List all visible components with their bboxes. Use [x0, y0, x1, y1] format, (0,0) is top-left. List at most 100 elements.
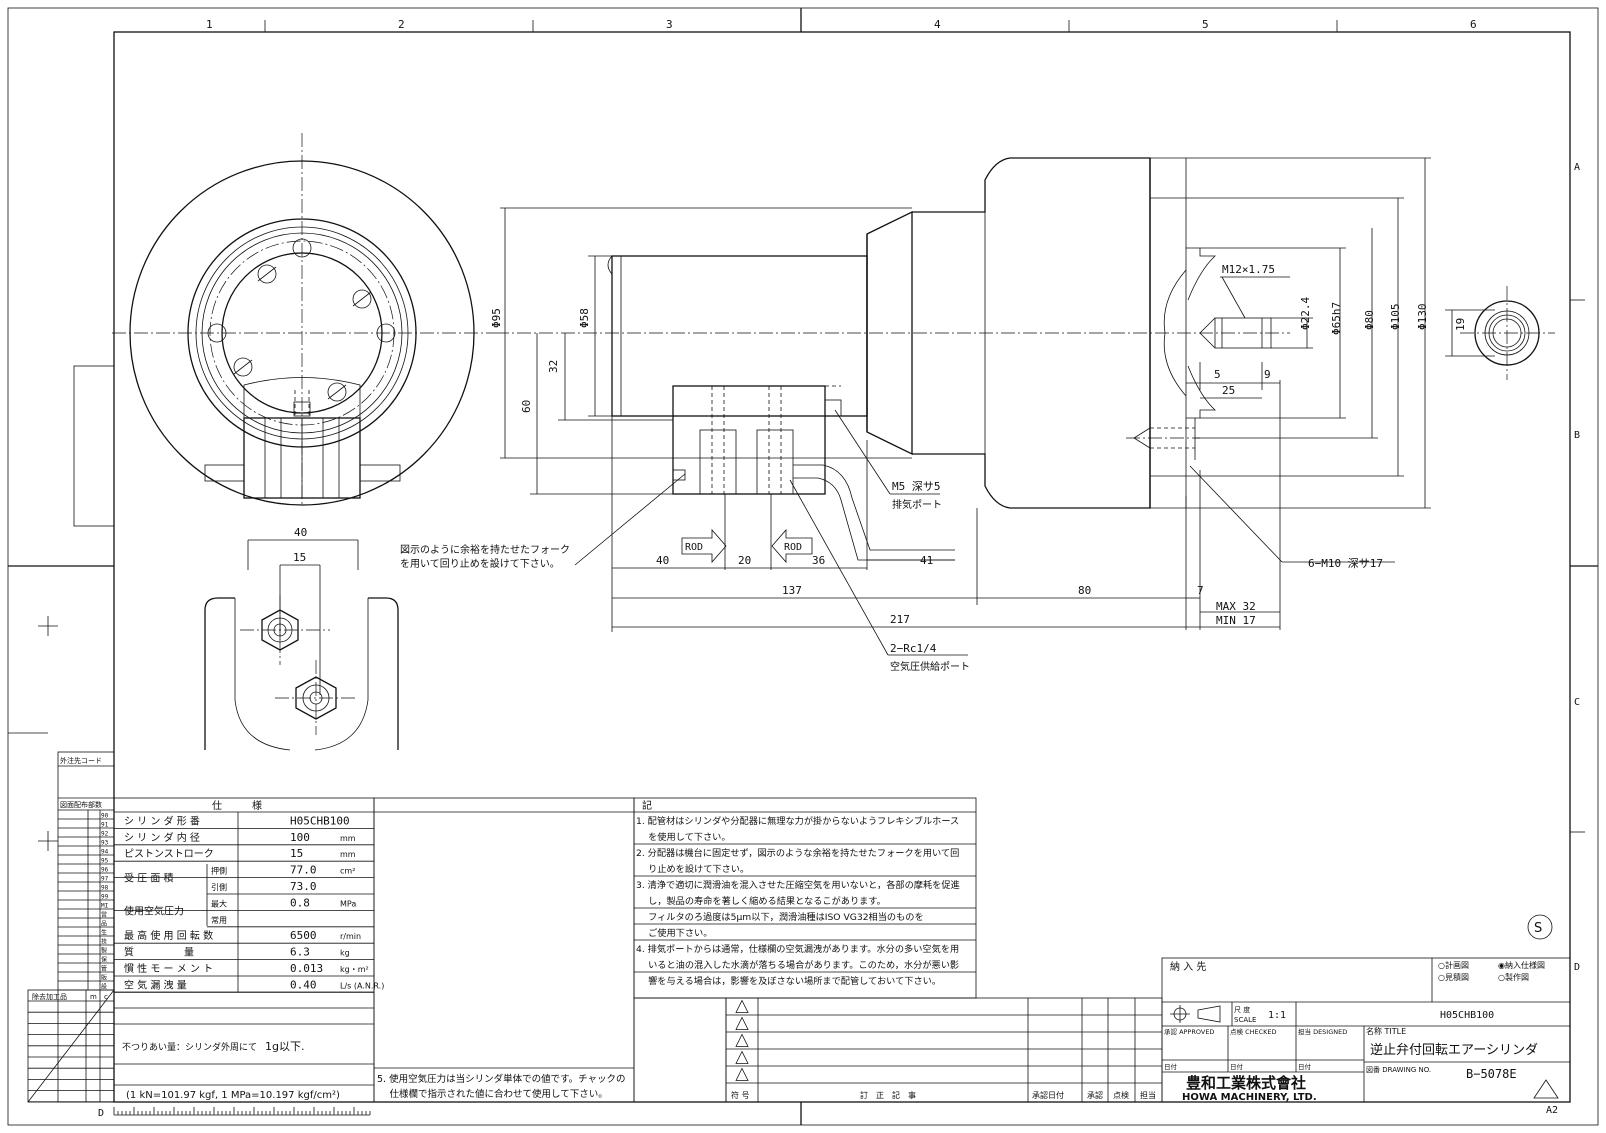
dim-137: 137 [782, 584, 802, 597]
dim-d58: Φ58 [578, 308, 591, 328]
zone-row-b: B [1574, 430, 1580, 441]
spec-value: 73.0 [290, 880, 317, 893]
dim-40-small: 40 [294, 526, 307, 539]
company-name-en: HOWA MACHINERY, LTD. [1182, 1092, 1317, 1103]
distribution-code: 99 [101, 894, 109, 901]
revision-warning-icon [735, 1033, 749, 1047]
col-m: m [90, 993, 97, 1001]
scale-label: 尺 度 [1234, 1005, 1250, 1014]
rod-arrow-left-icon [771, 528, 813, 564]
notes-header: 記 [642, 799, 652, 812]
spec-value: 15 [290, 847, 303, 860]
spec-unit: MPa [340, 899, 356, 908]
label-exhaust-port: 排気ポート [892, 498, 942, 511]
distribution-code: 営 [101, 911, 107, 919]
drawing-title: 逆止弁付回転エアーシリンダ [1370, 1042, 1538, 1058]
approved-label: 承認 APPROVED [1164, 1027, 1214, 1036]
zone-col-3: 3 [666, 18, 673, 31]
revision-warning-icon [735, 999, 749, 1013]
distribution-code: 98 [101, 885, 109, 892]
zone-col-4: 4 [934, 18, 941, 31]
dim-d130: Φ130 [1416, 304, 1429, 331]
label-rc: 2−Rc1/4 [890, 642, 937, 655]
dim-min: MIN 17 [1216, 614, 1256, 627]
spec-unit: kg・m² [340, 965, 369, 974]
revision-warning-icon [735, 1067, 749, 1081]
end-view [112, 133, 495, 506]
scale-letter: D [98, 1108, 104, 1119]
spec-label: 慣 性 モ ー メ ン ト [124, 962, 213, 975]
date-label-3: 日付 [1298, 1062, 1312, 1071]
distribution-code: 製 [101, 947, 107, 955]
note-line: 4. 排気ポートからは通常，仕様欄の空気漏洩があります。水分の多い空気を用 [636, 943, 959, 955]
spec-value: 100 [290, 831, 310, 844]
dim-41: 41 [920, 554, 933, 567]
col-checked: 点検 [1113, 1090, 1129, 1100]
sheet-size: A2 [1546, 1105, 1558, 1116]
s-mark-icon [1527, 914, 1553, 940]
spec-unit: mm [340, 850, 356, 859]
title-block: S 納 入 先 ○計画図 ◉納入仕様図 ○見積図 ○製作図 尺 度 SCALE … [1161, 914, 1571, 1103]
distribution-code: 管 [101, 965, 107, 973]
zone-col-1: 1 [206, 18, 213, 31]
spec-unit: r/min [340, 932, 361, 941]
note-line: 2. 分配器は機台に固定せず，図示のような余裕を持たせたフォークを用いて回 [636, 847, 959, 859]
note-line: し，製品の寿命を著しく縮める結果となるこがあります。 [636, 895, 886, 907]
dim-40: 40 [656, 554, 669, 567]
opt-plan: ○計画図 [1438, 960, 1469, 970]
dim-d105: Φ105 [1389, 304, 1402, 331]
label-m5: M5 深サ5 [892, 480, 941, 493]
unit-conversion: (1 kN=101.97 kgf, 1 MPa=10.197 kgf/cm²) [126, 1090, 340, 1101]
spec-label: 質 量 [124, 946, 194, 959]
dimensions: Φ95 Φ58 32 60 Φ65h7 Φ22.4 Φ80 Φ105 Φ130 … [400, 157, 1431, 673]
spec-value: 0.013 [290, 962, 323, 975]
title-label: 名称 TITLE [1366, 1026, 1406, 1036]
label-order-code: 外注先コード [60, 756, 102, 765]
dim-80: 80 [1078, 584, 1091, 597]
dim-60: 60 [520, 400, 533, 413]
zone-col-6: 6 [1470, 18, 1477, 31]
revision-triangle-icon [1533, 1079, 1559, 1099]
spec-label: 使用空気圧力 [124, 904, 184, 917]
spec-label: 受 圧 面 積 [124, 872, 174, 885]
rod-arrow-right-icon [681, 528, 727, 564]
fork-note-1: 図示のように余裕を持たせたフォーク [400, 543, 570, 556]
spec-label: シ リ ン ダ 内 径 [124, 831, 200, 844]
processing-rows [28, 1011, 114, 1103]
dim-19: 19 [1454, 318, 1467, 331]
distribution-code: 90 [101, 813, 109, 820]
dim-d95: Φ95 [490, 308, 503, 328]
main-side-view: 19 [495, 157, 1555, 630]
note-line: ご使用下さい。 [636, 927, 712, 939]
model-number: H05CHB100 [1440, 1010, 1494, 1021]
distribution-code: 97 [101, 876, 109, 883]
s-mark-letter: S [1534, 921, 1542, 936]
dim-20: 20 [738, 554, 751, 567]
revision-warning-icon [735, 1050, 749, 1064]
distribution-code: 96 [101, 867, 109, 874]
spec-unit: mm [340, 834, 356, 843]
col-approval-date: 承認日付 [1032, 1090, 1064, 1100]
revision-table: 符 号 訂 正 記 事 承認日付 承認 点検 担当 [725, 997, 1163, 1103]
dim-d80: Φ80 [1363, 310, 1376, 330]
date-label-1: 日付 [1164, 1062, 1178, 1071]
spec-label: ピストンストローク [124, 848, 214, 860]
note-line: 1. 配管材はシリンダや分配器に無理な力が掛からないようフレキシブルホース [636, 815, 959, 827]
dim-d65: Φ65h7 [1330, 302, 1343, 335]
spec-label: シ リ ン ダ 形 番 [124, 814, 200, 827]
drawing-number: B−5078E [1466, 1067, 1517, 1081]
spec-header: 仕 様 [212, 799, 262, 812]
distributor-view: 40 15 [204, 526, 399, 751]
zone-col-5: 5 [1202, 18, 1209, 31]
spec-unit: L/s (A.N.R.) [340, 981, 384, 990]
note-line: り止めを設けて下さい。 [636, 863, 749, 875]
col-approved: 承認 [1087, 1090, 1103, 1100]
distribution-code: MI [101, 903, 109, 910]
zone-row-a: A [1574, 162, 1580, 173]
dim-36: 36 [812, 554, 825, 567]
distribution-table: 外注先コード 図面配布部数 90919293949596979899MI営品生技… [27, 751, 115, 1103]
spec-label: 空 気 漏 洩 量 [124, 978, 187, 991]
